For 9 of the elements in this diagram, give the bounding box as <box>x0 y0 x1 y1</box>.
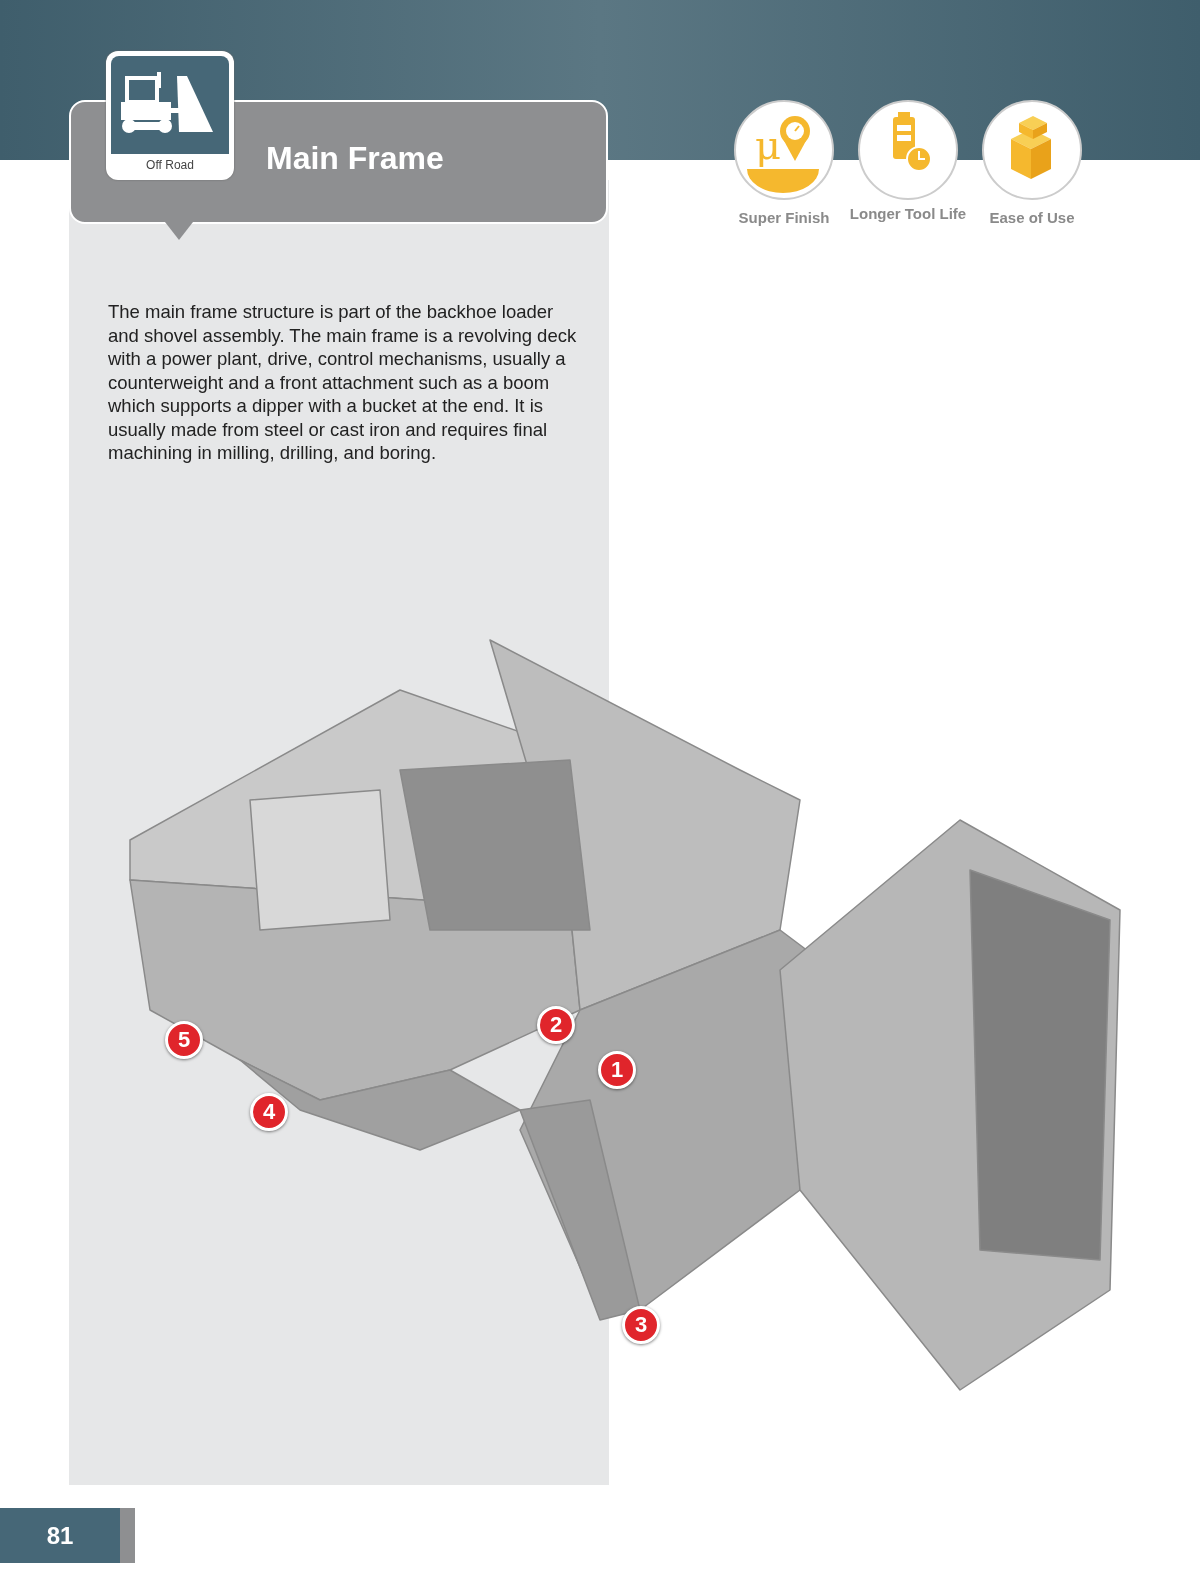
description-text: The main frame structure is part of the backhoe loader and shovel assembly. The main frame is a revolving deck with a power plant, drive, control mechanisms, usually a counterweight and a front attachment such as a boom which supports a dipper with a bucket at the end. It is usually made from steel or cast iron and requires final machining in milling, drilling, and boring. <box>108 300 578 465</box>
feature-caption: Longer Tool Life <box>848 206 968 221</box>
page-number: 81 <box>0 1508 120 1563</box>
page-title: Main Frame <box>266 140 444 177</box>
category-label: Off Road <box>145 158 195 172</box>
feature-caption: Ease of Use <box>988 210 1076 225</box>
friction-gauge-icon: μ <box>733 99 835 201</box>
callout-number: 3 <box>622 1306 660 1344</box>
feature-caption: Super Finish <box>737 210 831 225</box>
